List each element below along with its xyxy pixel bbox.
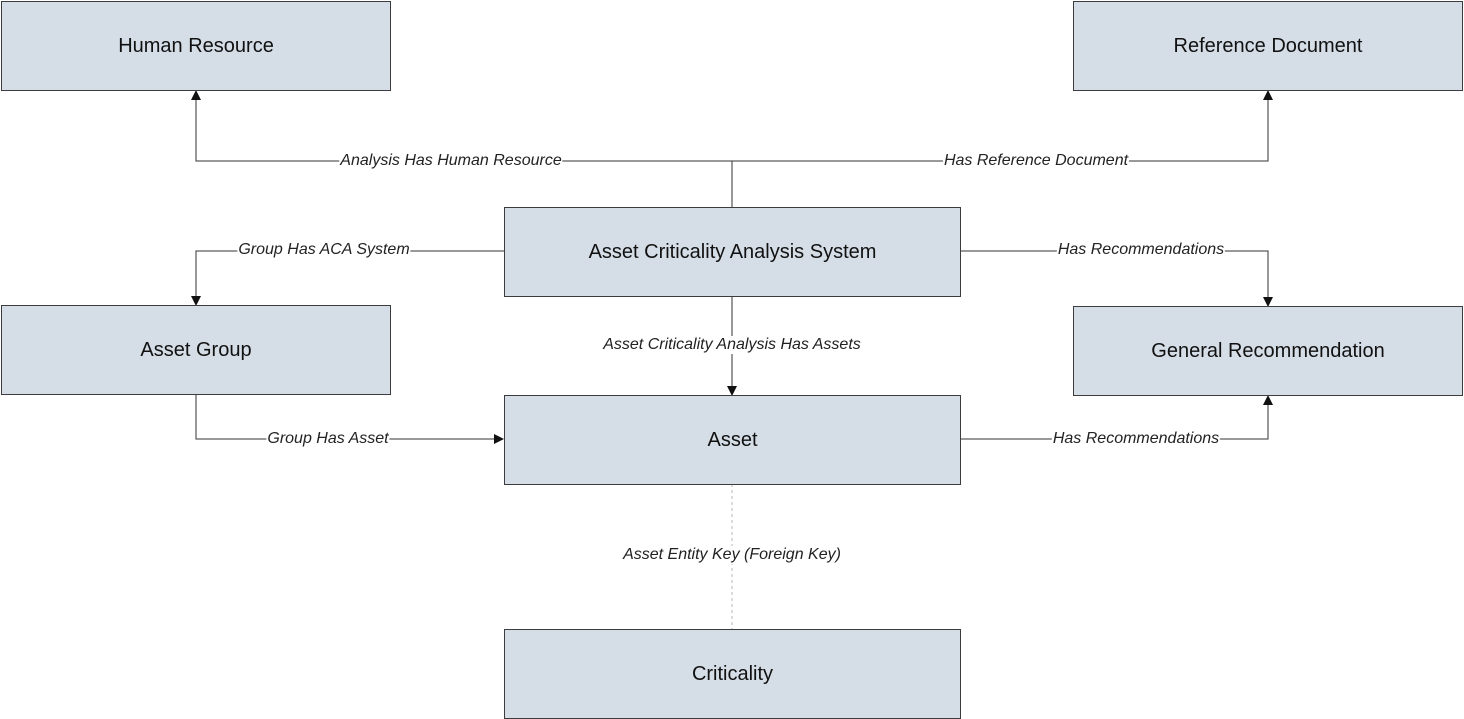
connector-group-has-aca-system [191, 250, 504, 306]
entity-asset-label: Asset [707, 428, 758, 451]
entity-asset-criticality-analysis-system[interactable]: Asset Criticality Analysis System [504, 207, 961, 297]
connector-group-has-asset [195, 394, 504, 444]
label-system-has-recommendations: Has Recommendations [1056, 241, 1226, 259]
label-analysis-has-human-resource: Analysis Has Human Resource [339, 152, 563, 170]
entity-general-recommendation-label: General Recommendation [1151, 339, 1385, 362]
entity-asset-group-label: Asset Group [140, 338, 252, 361]
entity-asset[interactable]: Asset [504, 395, 961, 485]
label-has-reference-document: Has Reference Document [942, 152, 1130, 170]
connector-system-has-recommendations [960, 250, 1273, 307]
entity-criticality[interactable]: Criticality [504, 629, 961, 719]
entity-human-resource[interactable]: Human Resource [1, 1, 391, 91]
label-group-has-aca-system: Group Has ACA System [237, 241, 411, 259]
connector-analysis-has-human-resource [191, 90, 733, 207]
entity-asset-criticality-analysis-system-label: Asset Criticality Analysis System [588, 240, 877, 263]
connector-has-reference-document [732, 90, 1273, 162]
label-asset-has-recommendations: Has Recommendations [1051, 430, 1221, 448]
entity-criticality-label: Criticality [691, 662, 774, 685]
label-asset-entity-key: Asset Entity Key (Foreign Key) [622, 546, 842, 564]
entity-reference-document[interactable]: Reference Document [1073, 1, 1463, 91]
entity-reference-document-label: Reference Document [1173, 34, 1363, 57]
label-group-has-asset: Group Has Asset [266, 430, 390, 448]
entity-human-resource-label: Human Resource [118, 34, 274, 57]
entity-asset-group[interactable]: Asset Group [1, 305, 391, 395]
entity-general-recommendation[interactable]: General Recommendation [1073, 306, 1463, 396]
label-analysis-has-assets: Asset Criticality Analysis Has Assets [602, 336, 862, 354]
